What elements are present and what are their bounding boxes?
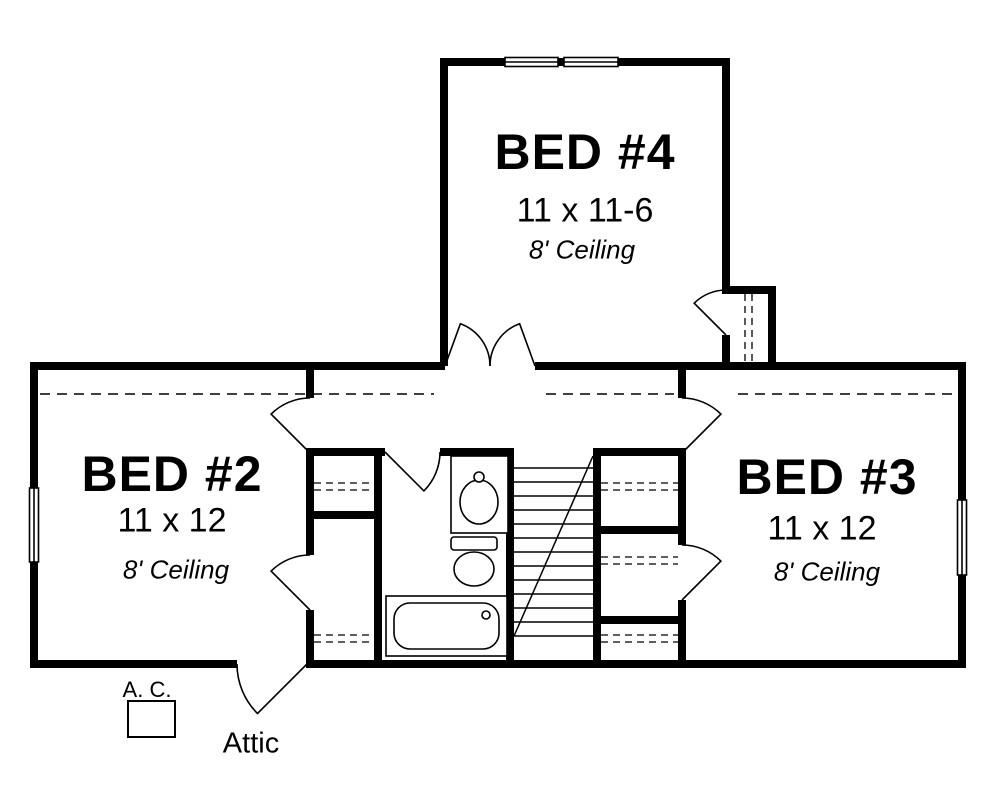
bed2-dims-label: 11 x 12 (117, 501, 227, 540)
stair-break-line (513, 455, 594, 637)
attic-label: Attic (222, 727, 280, 760)
bed4-window-left (504, 56, 559, 68)
stairs (513, 455, 594, 637)
bathroom-fixtures (385, 455, 509, 657)
left-closet-bottom-shelf (314, 634, 374, 643)
bathtub (385, 595, 508, 657)
bed3-window (956, 499, 968, 576)
bed2-ceiling-label: 8' Ceiling (122, 554, 230, 585)
bed2-window (28, 487, 40, 563)
doors (236, 289, 727, 715)
bed3-entry-door (681, 397, 723, 454)
right-closet-bottom-shelf (601, 634, 678, 643)
bathroom-door (384, 451, 441, 493)
windows (28, 56, 968, 576)
right-closet-mid-shelf (601, 556, 678, 565)
bed3-room-label: BED #3 (736, 449, 918, 505)
closet-shelf-lines (314, 294, 753, 643)
toilet-bowl (453, 551, 495, 587)
right-closet-top-shelf (601, 482, 678, 491)
ac-unit-box (127, 700, 176, 738)
bed2-closet-door (269, 554, 311, 611)
bed4-door-right-leaf (489, 322, 536, 367)
attic-door (236, 663, 308, 715)
bed4-closet-rod (744, 294, 753, 362)
bed4-door-left-leaf (444, 322, 491, 367)
bed3-ceiling-label: 8' Ceiling (773, 556, 881, 587)
bed4-dims-label: 11 x 11-6 (516, 191, 654, 230)
toilet (450, 536, 498, 587)
toilet-tank (450, 536, 498, 551)
stair-treads (514, 467, 593, 637)
bed3-closet-door (681, 544, 723, 601)
bed3-dims-label: 11 x 12 (767, 509, 877, 548)
sink-vanity (450, 455, 509, 534)
ac-unit-label: A. C. (122, 677, 172, 702)
left-closet-top-shelf (314, 482, 374, 491)
sink-basin (459, 479, 499, 525)
bed4-window-right (563, 56, 619, 68)
walls (30, 58, 966, 668)
bed4-room-label: BED #4 (494, 124, 676, 180)
wall-right-closet-dividers (593, 526, 686, 624)
bed2-room-label: BED #2 (81, 446, 263, 502)
bed4-ceiling-label: 8' Ceiling (528, 234, 636, 265)
tub-drain (481, 610, 491, 620)
bed4-closet-door (693, 289, 727, 336)
bed2-entry-door (269, 397, 311, 454)
sink-faucet (473, 471, 485, 483)
